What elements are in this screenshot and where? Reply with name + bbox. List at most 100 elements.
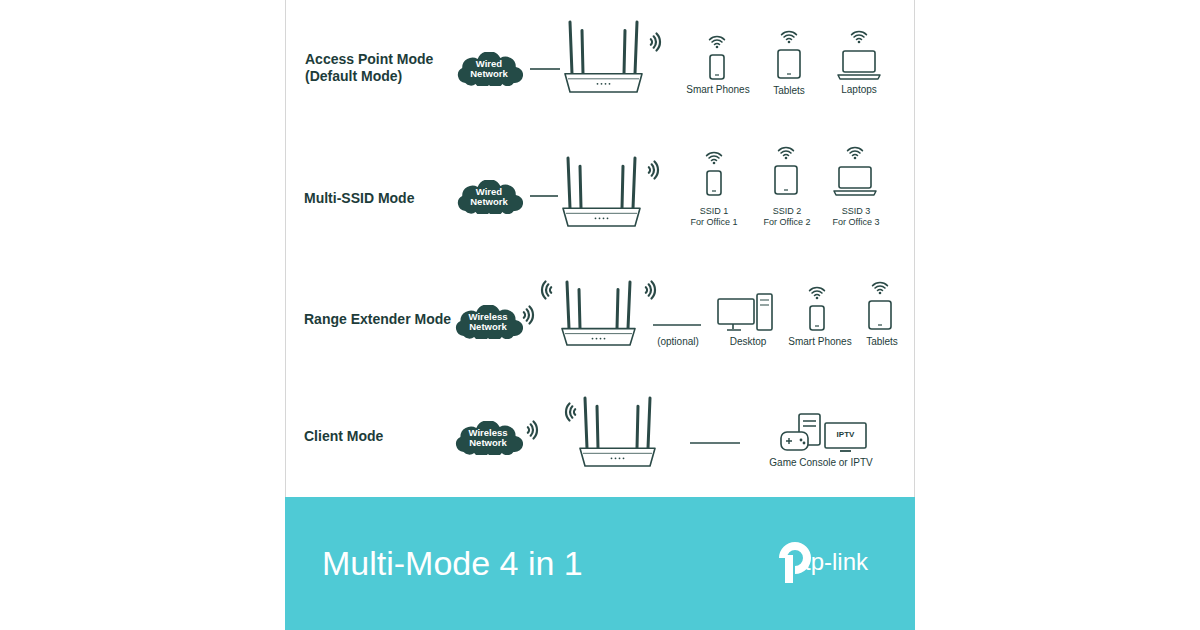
game-console-icon: [781, 414, 820, 450]
device-label: Game Console or IPTV: [756, 457, 886, 469]
wave: [651, 39, 652, 45]
laptop-screen: [839, 167, 871, 188]
mode-name: Multi-SSID Mode: [304, 190, 464, 207]
cloud-label: Wired Network: [470, 59, 507, 80]
laptop-base: [834, 191, 876, 195]
router-body: [563, 208, 640, 226]
wifi-arc: [810, 287, 825, 290]
router-edge: [568, 78, 639, 79]
wifi-arc: [782, 31, 797, 34]
wifi-arc: [787, 39, 792, 40]
wifi-dot: [858, 41, 861, 44]
signal-waves: [649, 162, 658, 179]
phone-icon: [707, 171, 721, 195]
wave: [528, 427, 529, 433]
wifi-icon: [782, 31, 797, 43]
tv-screen-text: IPTV: [827, 430, 865, 440]
antenna: [568, 158, 570, 208]
laptop-screen: [843, 51, 875, 72]
device-label: Laptops: [829, 84, 889, 96]
mode-name: Range Extender Mode: [304, 311, 474, 328]
brand-name: tp-link: [804, 548, 894, 577]
wifi-icon: [852, 31, 867, 43]
led: [623, 457, 625, 459]
tv-stand: [840, 450, 851, 452]
wave: [649, 167, 650, 173]
router-body: [562, 329, 635, 345]
device-label: Smart Phones: [678, 84, 758, 96]
led: [595, 217, 597, 219]
led: [592, 338, 594, 340]
router-icon: [562, 282, 635, 345]
phone-body: [707, 171, 721, 195]
signal-waves: [566, 404, 575, 421]
desktop-icon: [718, 294, 772, 330]
phone-body: [810, 306, 824, 330]
signal-waves: [651, 34, 660, 51]
phone-icon: [810, 306, 824, 330]
tv-screen: [825, 423, 866, 448]
network-cloud: Wireless Network: [453, 421, 523, 455]
cloud-label: Wireless Network: [469, 312, 508, 333]
led: [603, 217, 605, 219]
device-label: Smart Phones: [780, 336, 860, 348]
signal-waves: [528, 422, 537, 439]
phone-button: [815, 325, 819, 326]
wave: [566, 404, 570, 421]
device-label: Desktop: [718, 336, 778, 348]
wifi-icon: [779, 147, 794, 159]
router-body: [565, 74, 642, 92]
led: [596, 338, 598, 340]
wave: [646, 287, 647, 293]
wifi-arc: [710, 36, 725, 39]
device-label: Tablets: [857, 336, 907, 348]
antenna: [580, 166, 581, 208]
phone-button: [715, 74, 719, 75]
cable: [530, 68, 560, 70]
footer-title: Multi-Mode 4 in 1: [322, 544, 583, 583]
wave: [550, 287, 551, 293]
panel: [286, 0, 915, 498]
optional-note: (optional): [643, 336, 713, 348]
wifi-arc: [857, 39, 862, 40]
wave: [527, 309, 529, 320]
antenna: [648, 398, 650, 448]
wifi-arc: [873, 283, 888, 286]
router-icon: [563, 158, 640, 226]
tv-icon: [825, 423, 866, 451]
wifi-arc: [854, 35, 864, 37]
wave: [531, 424, 533, 435]
wifi-arc: [848, 147, 863, 150]
led: [605, 83, 607, 85]
wifi-arc: [878, 290, 883, 291]
wave: [524, 312, 525, 318]
antenna: [628, 282, 630, 329]
signal-waves: [646, 282, 655, 299]
antenna: [579, 290, 580, 329]
wifi-arc: [852, 31, 867, 34]
antenna: [582, 30, 583, 73]
antenna: [622, 166, 623, 208]
wave: [546, 284, 548, 295]
mode-name: Client Mode: [304, 428, 464, 445]
wave: [533, 422, 537, 439]
wifi-dot: [854, 157, 857, 160]
antenna: [617, 290, 618, 329]
wave: [529, 307, 533, 324]
wifi-arc: [779, 147, 794, 150]
led: [601, 83, 603, 85]
console-slots: [803, 421, 816, 426]
laptop-base: [838, 75, 880, 79]
controller-button: [803, 442, 806, 445]
wifi-icon: [810, 287, 825, 299]
ssid-label: SSID 1 For Office 1: [679, 206, 749, 228]
wifi-arc: [709, 156, 719, 158]
wave: [654, 162, 658, 179]
wifi-arc: [712, 160, 717, 161]
monitor: [718, 299, 754, 324]
network-cloud: Wired Network: [455, 52, 523, 86]
router-body: [580, 448, 655, 466]
antenna: [633, 158, 635, 208]
wifi-arc: [875, 286, 885, 288]
